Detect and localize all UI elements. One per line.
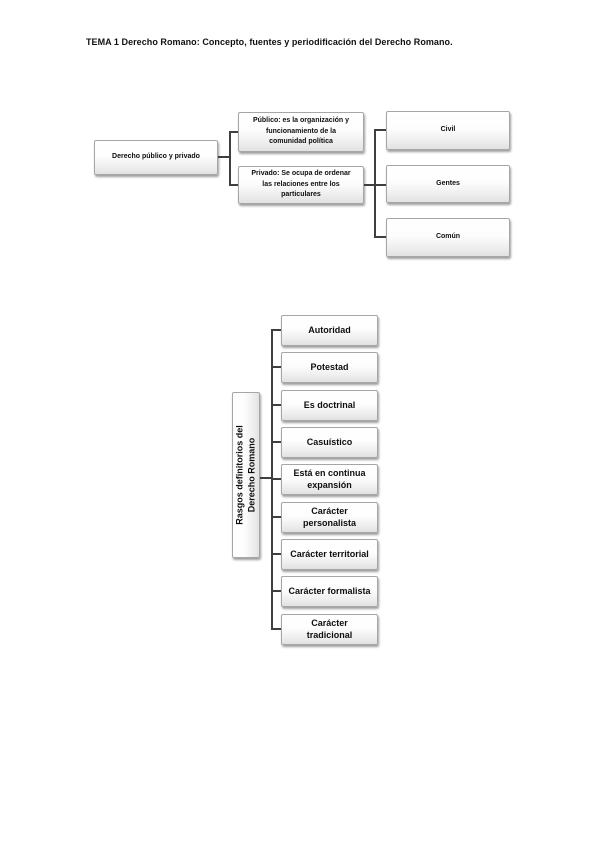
connector-line xyxy=(273,628,281,630)
connector-line xyxy=(273,329,281,331)
node-rasgos-definitorios-label: Rasgos definitorios del Derecho Romano xyxy=(234,425,256,525)
connector-line xyxy=(271,329,273,630)
node-caracter-tradicional: Carácter tradicional xyxy=(281,614,378,645)
node-caracter-territorial: Carácter territorial xyxy=(281,539,378,570)
node-es-doctrinal: Es doctrinal xyxy=(281,390,378,421)
node-rasgos-definitorios: Rasgos definitorios del Derecho Romano xyxy=(232,392,260,558)
connector-line xyxy=(273,404,281,406)
node-casuistico: Casuístico xyxy=(281,427,378,458)
connector-line xyxy=(376,184,386,186)
node-comun: Común xyxy=(386,218,510,257)
node-civil: Civil xyxy=(386,111,510,150)
connector-line xyxy=(374,129,376,238)
node-autoridad: Autoridad xyxy=(281,315,378,346)
node-gentes: Gentes xyxy=(386,165,510,203)
connector-line xyxy=(273,516,281,518)
node-publico: Público: es la organización y funcionami… xyxy=(238,112,364,152)
connector-line xyxy=(273,590,281,592)
connector-line xyxy=(231,131,238,133)
node-caracter-personalista: Carácter personalista xyxy=(281,502,378,533)
node-privado: Privado: Se ocupa de ordenar las relacio… xyxy=(238,166,364,204)
connector-line xyxy=(364,184,375,186)
connector-line xyxy=(273,441,281,443)
connector-line xyxy=(273,478,281,480)
node-derecho-publico-privado: Derecho público y privado xyxy=(94,140,218,175)
node-potestad: Potestad xyxy=(281,352,378,383)
connector-line xyxy=(231,184,238,186)
node-caracter-formalista: Carácter formalista xyxy=(281,576,378,607)
connector-line xyxy=(376,129,386,131)
connector-line xyxy=(260,477,271,479)
connector-line xyxy=(218,156,230,158)
page-title: TEMA 1 Derecho Romano: Concepto, fuentes… xyxy=(86,37,453,47)
connector-line xyxy=(273,553,281,555)
connector-line xyxy=(376,236,386,238)
connector-line xyxy=(273,366,281,368)
node-continua-expansion: Está en continua expansión xyxy=(281,464,378,495)
connector-line xyxy=(229,131,231,186)
